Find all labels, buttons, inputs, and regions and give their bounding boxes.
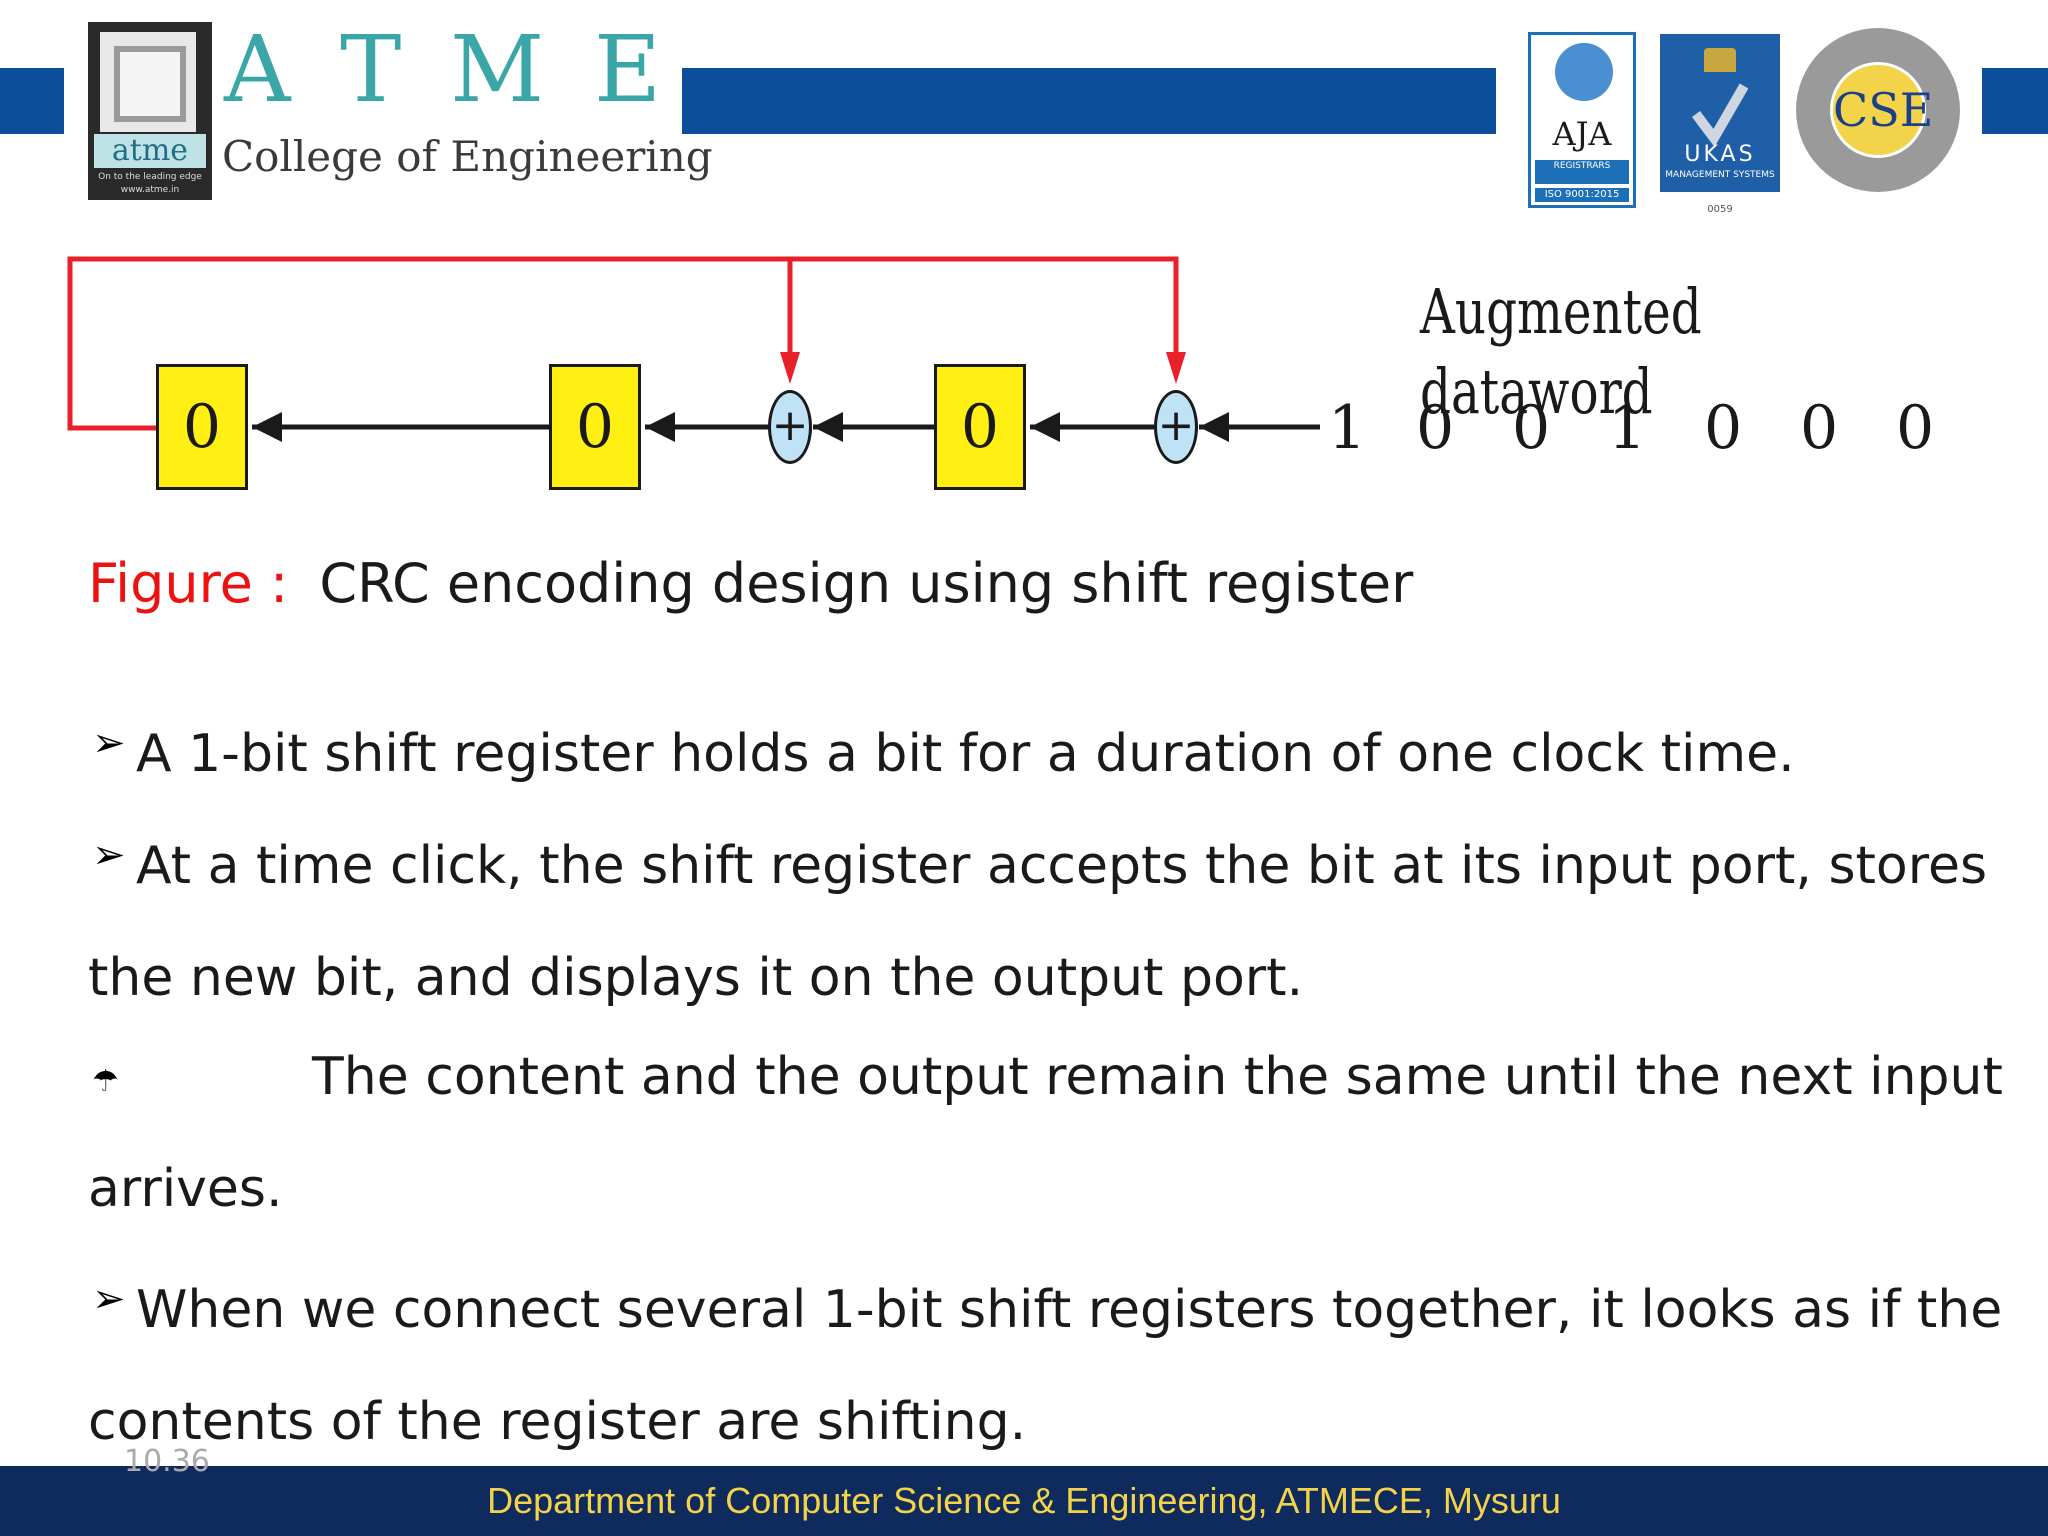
aja-certification-logo: AJA REGISTRARS ISO 9001:2015 [1528,32,1636,208]
xor-gate-2: + [1154,390,1198,464]
input-bit: 0 [1416,393,1455,463]
bullet-text-4a: When we connect several 1-bit shift regi… [136,1280,2003,1340]
ukas-number: 0059 [1707,204,1733,215]
input-bit: 1 [1608,393,1647,463]
bullet-arrow-icon: ➢ [92,1276,126,1322]
bullet-rain-icon: ☂ [92,1064,119,1099]
logo-tagline: On to the leading edge [98,172,202,182]
bullet-text-3b: arrives. [88,1159,283,1219]
xor-gate-1: + [768,390,812,464]
bullet-arrow-icon: ➢ [92,720,126,766]
header-band-left [0,68,64,134]
cse-seal-label: CSE [1830,62,1933,158]
slide-number: 10.36 [124,1444,210,1479]
input-bit: 0 [1800,393,1839,463]
checkmark-icon [1692,83,1748,148]
augmented-dataword-label: Augmented dataword [1420,275,1702,428]
shift-register-3: 0 [934,364,1026,490]
bullet-text-1: A 1-bit shift register holds a bit for a… [136,724,1795,784]
atme-letter-m: M [450,16,545,123]
input-bit: 0 [1704,393,1743,463]
bullet-text-2b: the new bit, and displays it on the outp… [88,948,1304,1008]
ukas-certification-logo: UKAS MANAGEMENT SYSTEMS [1660,34,1780,192]
cse-seal-logo: CSE [1796,28,1960,192]
logo-frame-icon [100,32,196,132]
input-bit: 1 [1328,393,1367,463]
atme-letter-t: T [340,16,402,123]
bullet-text-2a: At a time click, the shift register acce… [136,836,1988,896]
bullet-text-4b: contents of the register are shifting. [88,1392,1027,1452]
ukas-sub-label: MANAGEMENT SYSTEMS [1665,170,1775,180]
bullet-text-3a: The content and the output remain the sa… [312,1047,2003,1107]
shift-register-1: 0 [156,364,248,490]
bullet-arrow-icon: ➢ [92,832,126,878]
header-band-right [1982,68,2048,134]
crown-icon [1704,48,1736,72]
input-bit: 0 [1512,393,1551,463]
logo-text: atme [94,134,206,168]
logo-url: www.atme.in [120,185,180,195]
shift-register-2: 0 [549,364,641,490]
crc-diagram-wires [67,256,1320,442]
footer-department: Department of Computer Science & Enginee… [487,1480,1561,1521]
figure-caption-text: CRC encoding design using shift register [319,552,1414,615]
atme-letter-e: E [594,16,662,123]
college-name: College of Engineering [222,132,713,181]
figure-caption: Figure : CRC encoding design using shift… [88,548,1413,620]
atme-letter-a: A [224,16,291,123]
header-band-middle [682,68,1496,134]
aja-sub-label: REGISTRARS [1535,160,1629,184]
aja-iso-label: ISO 9001:2015 [1535,188,1629,202]
aja-label: AJA [1552,115,1612,153]
globe-icon [1555,43,1613,101]
footer-bar [0,1466,2048,1536]
atme-logo: atme On to the leading edge www.atme.in [88,22,212,200]
ukas-label: UKAS [1684,142,1756,167]
input-bit: 0 [1896,393,1935,463]
figure-prefix: Figure : [88,552,289,615]
